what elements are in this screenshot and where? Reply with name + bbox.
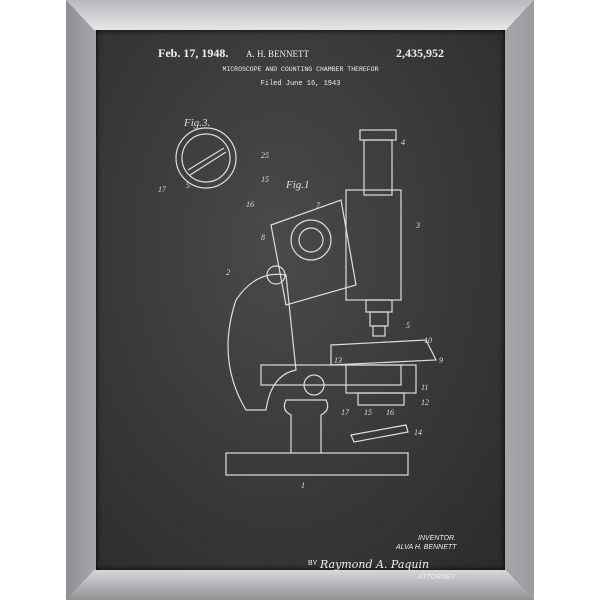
patent-title: MICROSCOPE AND COUNTING CHAMBER THEREFOR [222, 66, 379, 73]
svg-text:11: 11 [421, 383, 428, 392]
svg-text:16: 16 [386, 408, 394, 417]
chalkboard-print: Feb. 17, 1948. A. H. BENNETT 2,435,952 M… [96, 30, 505, 581]
svg-text:1: 1 [301, 481, 305, 490]
by-label: BY [308, 560, 318, 567]
svg-text:13: 13 [334, 356, 342, 365]
attorney-label: ATTORNEY [418, 574, 456, 581]
svg-text:12: 12 [421, 398, 429, 407]
inventor-name: ALVA H. BENNETT [396, 544, 457, 551]
patent-inventor-header: A. H. BENNETT [246, 49, 309, 59]
attorney-signature: Raymond A. Paquin [320, 558, 430, 571]
svg-text:5: 5 [406, 321, 410, 330]
frame-bottom-bevel [66, 570, 534, 600]
svg-text:9: 9 [439, 356, 443, 365]
svg-text:15: 15 [364, 408, 372, 417]
inventor-label: INVENTOR. [418, 535, 456, 542]
svg-text:3: 3 [415, 221, 420, 230]
svg-text:4: 4 [401, 138, 405, 147]
patent-date: Feb. 17, 1948. [158, 46, 229, 60]
frame-top-bevel [66, 0, 534, 30]
svg-text:17: 17 [341, 408, 350, 417]
svg-text:25: 25 [261, 151, 269, 160]
svg-text:10: 10 [424, 336, 432, 345]
svg-text:7: 7 [316, 201, 321, 210]
svg-text:2: 2 [226, 268, 230, 277]
svg-text:14: 14 [414, 428, 422, 437]
svg-text:8: 8 [261, 233, 265, 242]
patent-number: 2,435,952 [396, 46, 444, 60]
fig3-label: Fig.3. [183, 117, 210, 129]
svg-text:15: 15 [261, 175, 269, 184]
svg-text:17: 17 [158, 185, 167, 194]
figure-3-drawing [175, 127, 237, 189]
figure-1-microscope [225, 129, 437, 476]
svg-text:16: 16 [246, 200, 254, 209]
patent-filed-date: Filed June 16, 1943 [260, 80, 341, 88]
fig1-label: Fig.1 [285, 179, 310, 191]
svg-text:5: 5 [186, 181, 190, 190]
